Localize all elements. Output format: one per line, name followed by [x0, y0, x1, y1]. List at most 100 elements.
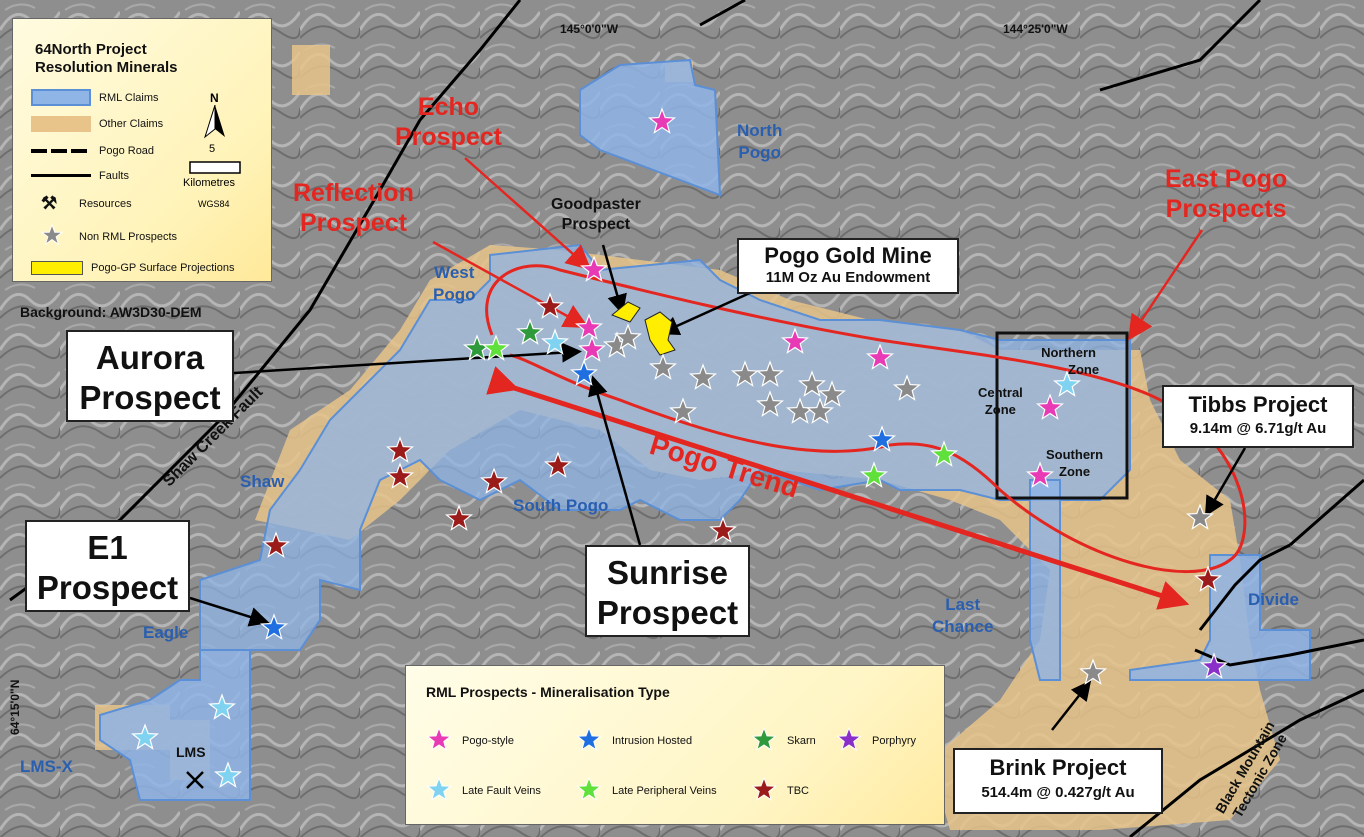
rml-prospect-star: [259, 613, 289, 640]
pogo-gold-mine-callout: Pogo Gold Mine 11M Oz Au Endowment: [737, 238, 959, 294]
non-rml-prospect-star: [805, 397, 835, 424]
rml-prospect-star: [385, 436, 415, 463]
rml-prospect-star: [865, 343, 895, 370]
rml-prospect-star: [574, 313, 604, 340]
rml-prospect-star: [780, 327, 810, 354]
black-pointer-arrows: [189, 244, 1247, 731]
north-arrow-icon: [204, 105, 225, 139]
legend-other-claims: Other Claims: [31, 116, 163, 132]
lms-x-label: LMS-X: [20, 757, 73, 776]
rml-prospect-star: [207, 693, 237, 720]
north-label: N: [210, 91, 219, 105]
porphyry-star-icon: [836, 726, 872, 755]
pogo-trend-arrow: [486, 366, 1190, 610]
legend-non-rml: Non RML Prospects: [31, 223, 177, 249]
non-rml-prospect-star: [755, 360, 785, 387]
pogo-mine-title: Pogo Gold Mine: [764, 243, 932, 268]
rml-prospect-star: [708, 516, 738, 543]
rml-prospect-star: [444, 504, 474, 531]
legend-pogo-road: Pogo Road: [31, 143, 154, 159]
mineralisation-legend-title: RML Prospects - Mineralisation Type: [426, 684, 670, 700]
non-rml-star-icon: [40, 223, 69, 249]
non-rml-prospect-star: [817, 380, 847, 407]
divide-label: Divide: [1248, 590, 1300, 609]
tbc-star-icon: [751, 776, 787, 805]
non-rml-prospect-star: [648, 353, 678, 380]
resources-icon: ⚒: [41, 193, 58, 213]
non-rml-prospect-star: [892, 374, 922, 401]
rml-prospect-star: [1035, 393, 1065, 420]
legend-resources: ⚒Resources: [41, 193, 132, 213]
pogo-style-star-icon: [426, 726, 462, 755]
rml-prospect-star: [385, 462, 415, 489]
non-rml-prospect-star: [730, 360, 760, 387]
intrusion-hosted-star-icon: [576, 726, 612, 755]
rml-prospect-star: [569, 359, 599, 386]
other-claims-swatch: [31, 116, 91, 132]
lms-label: LMS: [176, 744, 206, 760]
sunrise-prospect-callout: Sunrise Prospect: [585, 545, 750, 637]
datum-label: WGS84: [198, 199, 230, 209]
legend-item-late-fault-veins: Late Fault Veins: [426, 776, 541, 805]
legend-pogo-gp: Pogo-GP Surface Projections: [31, 261, 234, 275]
pogo-mine-subtitle: 11M Oz Au Endowment: [765, 269, 931, 286]
pogo-gp-swatch: [31, 261, 83, 275]
legend-title-line2: Resolution Minerals: [35, 59, 178, 76]
rml-prospect-star: [859, 461, 889, 488]
rml-prospect-star: [130, 723, 160, 750]
legend-item-intrusion-hosted: Intrusion Hosted: [576, 726, 692, 755]
rml-prospect-star: [867, 425, 897, 452]
pogo-road-swatch: [31, 149, 91, 153]
non-rml-prospect-star: [613, 323, 643, 350]
shaw-label: Shaw: [240, 472, 285, 491]
longitude-label-2: 144°25'0"W: [1003, 22, 1068, 36]
tibbs-project-callout: Tibbs Project 9.14m @ 6.71g/t Au: [1162, 385, 1354, 448]
rml-prospect-star: [535, 292, 565, 319]
late-fault-veins-star-icon: [426, 776, 462, 805]
rml-prospect-star: [579, 255, 609, 282]
legend-title: 64North Project Resolution Minerals: [35, 41, 178, 77]
aurora-prospect-callout: Aurora Prospect: [66, 330, 234, 422]
rml-prospect-star: [1193, 565, 1223, 592]
rml-prospect-star: [479, 467, 509, 494]
rml-claims-swatch: [31, 89, 91, 106]
scale-unit: Kilometres: [183, 177, 235, 189]
legend-item-late-peripheral-veins: Late Peripheral Veins: [576, 776, 717, 805]
legend-item-pogo-style: Pogo-style: [426, 726, 514, 755]
rml-prospect-star: [481, 334, 511, 361]
non-rml-prospect-star: [1185, 503, 1215, 530]
non-rml-prospect-star: [797, 370, 827, 397]
rml-prospect-star: [540, 328, 570, 355]
rml-prospect-star: [213, 761, 243, 788]
non-rml-prospect-star: [755, 390, 785, 417]
legend-item-porphyry: Porphyry: [836, 726, 916, 755]
longitude-label-1: 145°0'0"W: [560, 22, 619, 36]
legend-item-skarn: Skarn: [751, 726, 816, 755]
legend-faults: Faults: [31, 168, 129, 183]
faults-swatch: [31, 174, 91, 177]
non-rml-prospect-star: [668, 397, 698, 424]
prospect-stars: [130, 107, 1229, 788]
rml-prospect-star: [647, 107, 677, 134]
resources-symbol: [186, 771, 204, 789]
non-rml-prospect-star: [1078, 658, 1108, 685]
rml-prospect-star: [515, 318, 545, 345]
rml-prospect-star: [929, 440, 959, 467]
rml-prospect-star: [1052, 370, 1082, 397]
non-rml-prospect-star: [688, 363, 718, 390]
scale-bar-icon: [189, 161, 241, 174]
background-label: Background: AW3D30-DEM: [20, 304, 202, 320]
e1-prospect-callout: E1 Prospect: [25, 520, 190, 612]
rml-prospect-star: [543, 451, 573, 478]
legend-item-tbc: TBC: [751, 776, 809, 805]
